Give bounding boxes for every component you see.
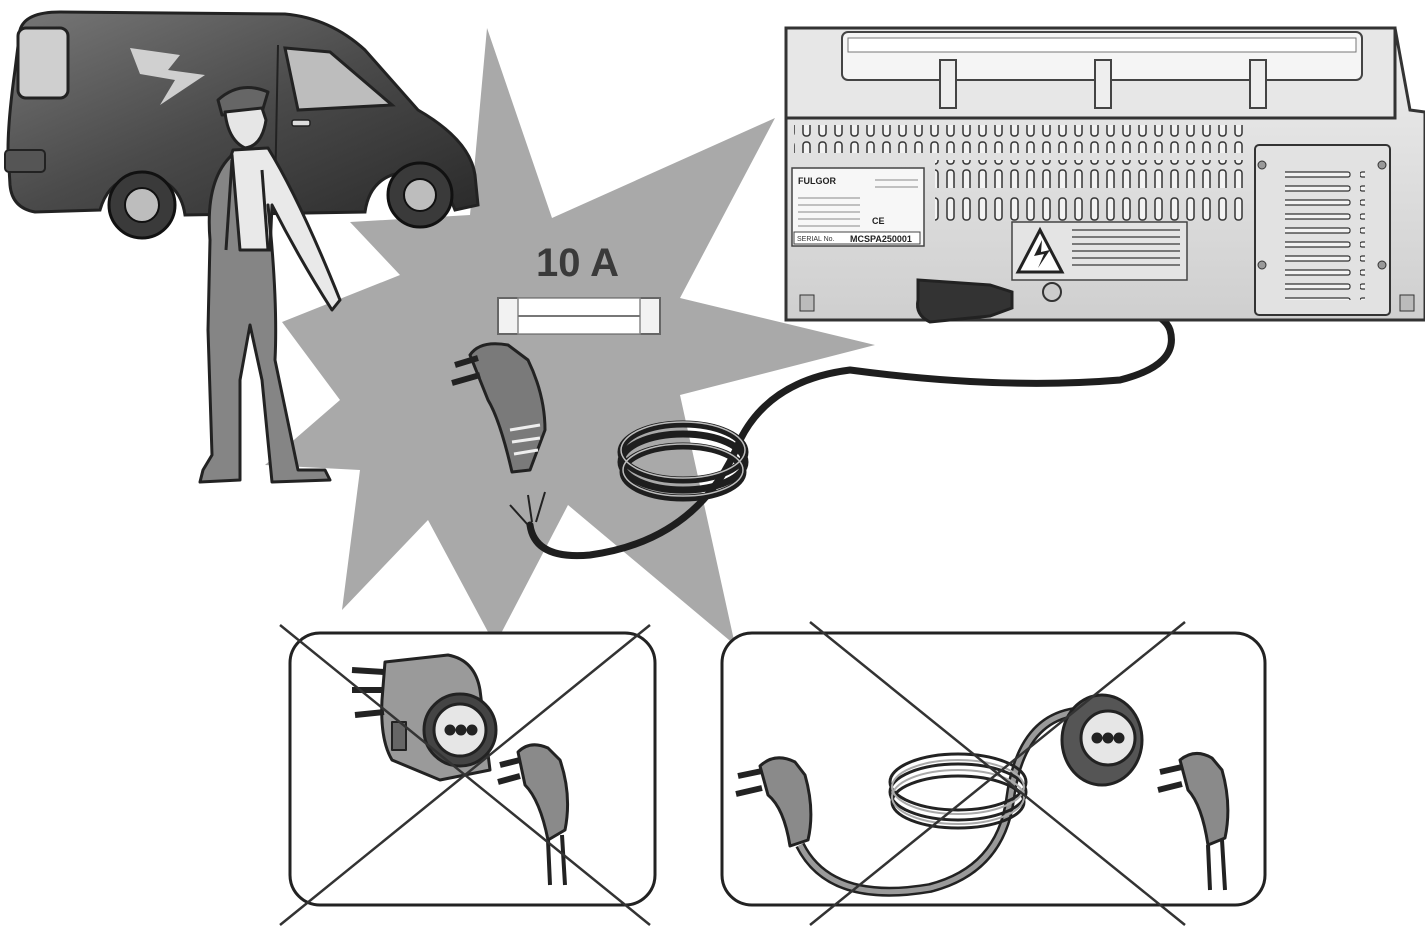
power-cord bbox=[526, 296, 1175, 560]
fuse-rating-label: 10 A bbox=[536, 241, 619, 285]
cross-out-icon bbox=[809, 621, 1186, 926]
panel-no-adapter bbox=[279, 624, 657, 926]
warning-triangle-icon bbox=[1015, 226, 1065, 274]
plug-icon bbox=[735, 756, 813, 848]
brand-label: FULGOR bbox=[798, 176, 836, 186]
plug-icon bbox=[1157, 752, 1230, 891]
panel-no-extension bbox=[720, 621, 1267, 926]
appliance-connector bbox=[916, 278, 1062, 324]
serial-prefix: SERIAL No. bbox=[797, 236, 835, 243]
technician-icon bbox=[198, 86, 342, 484]
plug-icon bbox=[451, 342, 547, 474]
extension-cord-icon bbox=[795, 693, 1144, 897]
cord-coil bbox=[617, 420, 749, 502]
bare-wires-icon bbox=[509, 491, 546, 526]
serial-value: MCSPA250001 bbox=[850, 234, 912, 244]
cross-out-icon bbox=[279, 624, 651, 926]
starburst-highlight bbox=[265, 28, 875, 645]
warning-label bbox=[1011, 221, 1188, 281]
plug-icon bbox=[497, 743, 570, 886]
ce-mark: CE bbox=[872, 216, 885, 226]
fuse-icon bbox=[497, 297, 661, 335]
appliance-icon bbox=[784, 26, 1425, 322]
rating-plate: FULGOR CE SERIAL No. MCSPA250001 bbox=[791, 167, 925, 247]
multi-plug-adapter-icon bbox=[351, 653, 498, 782]
